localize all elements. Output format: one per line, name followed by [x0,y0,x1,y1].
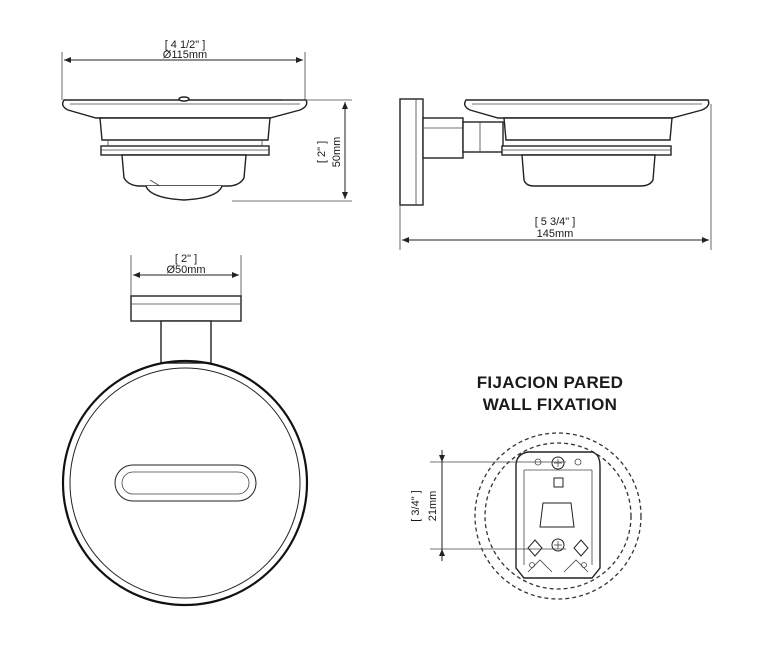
height-metric-label: 50mm [331,137,343,168]
depth-imperial-label: [ 5 3/4" ] [535,216,576,228]
side-view: [ 5 3/4" ] 145mm [399,98,712,250]
spacing-metric-label: 21mm [427,491,439,522]
height-imperial-label: [ 2" ] [316,141,328,163]
base-imperial-label: [ 2" ] [175,253,197,265]
width-metric-label: Ø115mm [163,49,207,61]
fixation-title-en: WALL FIXATION [483,395,618,414]
depth-metric-label: 145mm [537,228,574,240]
elevation-view: [ 4 1/2" ] Ø115mm [ 2" ] 50mm [61,39,352,202]
wall-fixation-detail: FIJACION PARED WALL FIXATION [410,373,642,600]
fixation-title-es: FIJACION PARED [477,373,624,392]
width-imperial-label: [ 4 1/2" ] [165,39,206,51]
spacing-imperial-label: [ 3/4" ] [410,490,422,521]
base-metric-label: Ø50mm [166,264,205,276]
front-view: [ 2" ] Ø50mm [61,253,309,607]
